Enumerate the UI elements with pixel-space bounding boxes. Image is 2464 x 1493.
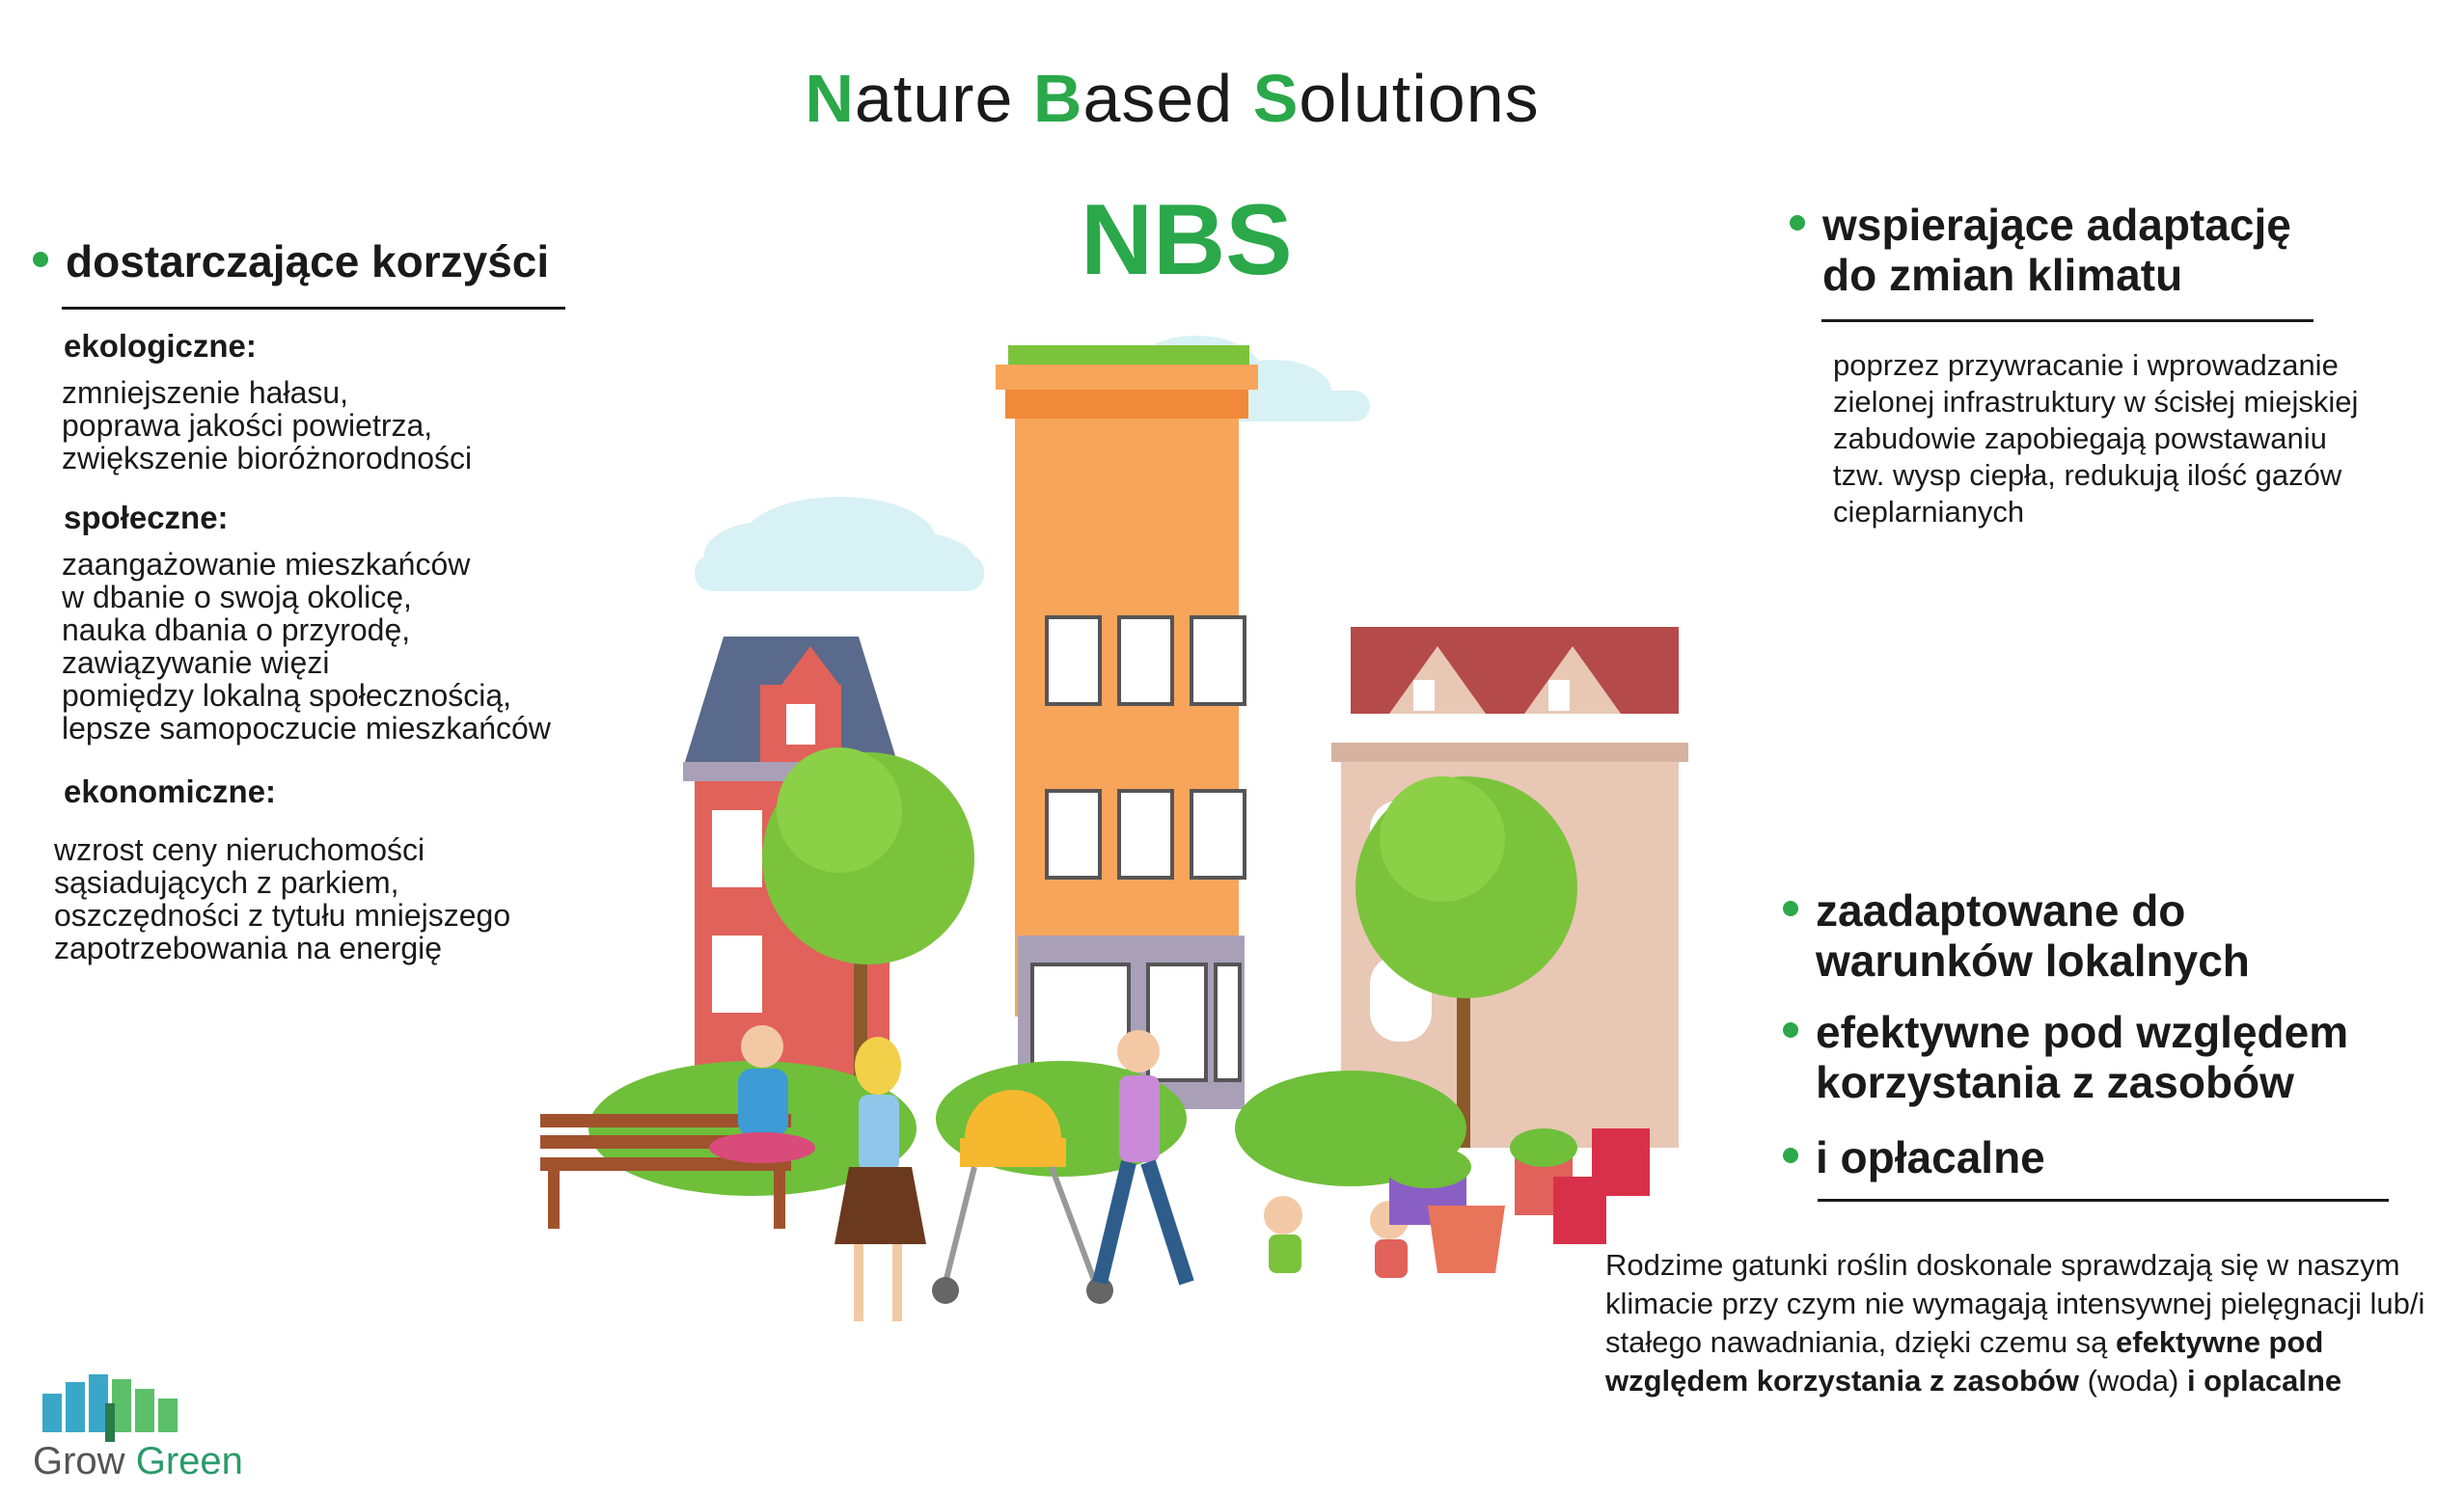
- section-label-social: społeczne:: [64, 500, 229, 535]
- title-b: Based: [1032, 61, 1253, 136]
- title-s: Solutions: [1252, 61, 1540, 136]
- bullet-icon: [1783, 1147, 1798, 1163]
- bullet-icon: [1783, 900, 1798, 916]
- section-label-economic: ekonomiczne:: [64, 774, 277, 809]
- woman-walking-icon: [835, 1037, 926, 1321]
- benefit-item-local: zaadaptowane do warunków lokalnych: [1783, 885, 2250, 986]
- title-n: Nature: [805, 61, 1033, 136]
- right-bottom-paragraph: Rodzime gatunki roślin doskonale sprawdz…: [1605, 1248, 2425, 1398]
- stroller-icon: [932, 1090, 1113, 1304]
- man-with-stroller-icon: [1092, 1030, 1194, 1286]
- cloud-icon: [695, 497, 984, 591]
- right-top-divider: [1821, 319, 2313, 322]
- right-top-heading: wspierające adaptację do zmian klimatu: [1790, 200, 2291, 300]
- section-text-social: zaangażowanie mieszkańców w dbanie o swo…: [62, 547, 551, 746]
- logo-text: Grow Green: [33, 1440, 243, 1482]
- children-planting-icon: [1264, 1196, 1409, 1278]
- bullet-icon: [33, 251, 48, 267]
- person-reading-icon: [709, 1025, 815, 1163]
- right-bottom-divider: [1818, 1199, 2389, 1202]
- flower-pots-icon: [1384, 1128, 1650, 1273]
- section-text-economic: wzrost ceny nieruchomości sąsiadujących …: [54, 832, 511, 965]
- acronym: NBS: [1081, 184, 1293, 296]
- benefit-item-efficient: efektywne pod względem korzystania z zas…: [1783, 1007, 2348, 1107]
- bullet-icon: [1783, 1021, 1798, 1038]
- section-text-ecological: zmniejszenie hałasu, poprawa jakości pow…: [62, 375, 473, 475]
- bench-icon: [540, 1114, 791, 1229]
- left-heading: dostarczające korzyści: [33, 236, 549, 286]
- city-illustration: [540, 336, 1688, 1321]
- section-label-ecological: ekologiczne:: [64, 328, 257, 364]
- tree-logo-icon: [42, 1374, 178, 1442]
- right-top-text: poprzez przywracanie i wprowadzanie ziel…: [1833, 348, 2359, 529]
- benefit-item-costeffective: i opłacalne: [1783, 1132, 2045, 1182]
- page-title: Nature Based Solutions: [0, 60, 2344, 137]
- bullet-icon: [1790, 214, 1805, 231]
- left-divider: [62, 307, 565, 310]
